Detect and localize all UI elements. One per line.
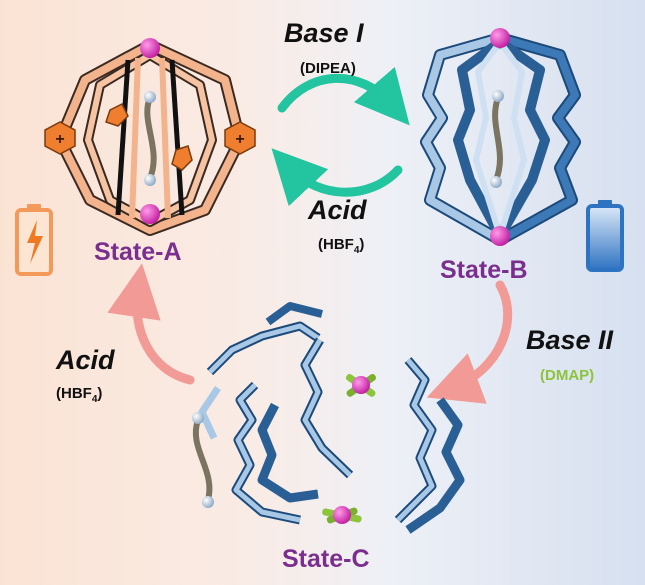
charge-plus-right: + (235, 131, 244, 148)
battery-charging-icon (15, 204, 53, 276)
battery-full-icon (586, 200, 624, 272)
acid-left-condition: (HBF4) (56, 385, 103, 405)
acid-top-condition: (HBF4) (318, 236, 365, 256)
acid-top-label: Acid (308, 195, 367, 225)
charge-plus-left: + (55, 131, 64, 148)
base2-condition: (DMAP) (540, 367, 595, 384)
state-a-cage (54, 38, 246, 236)
state-a-label: State-A (94, 238, 182, 266)
arrow-base2 (426, 280, 513, 404)
state-c-label: State-C (282, 545, 370, 573)
base2-label: Base II (526, 325, 614, 355)
charge-badge-right: + (224, 121, 256, 155)
arrow-acid-left (107, 263, 195, 385)
base1-condition: (DIPEA) (300, 60, 356, 77)
state-b-cage (420, 28, 581, 246)
state-b-label: State-B (440, 256, 528, 284)
base1-label: Base I (284, 18, 364, 48)
metal-dmap-complex-1 (345, 373, 377, 397)
arrow-base1 (277, 66, 410, 126)
metal-dmap-complex-2 (322, 506, 362, 524)
acid-left-label: Acid (56, 345, 115, 375)
arrow-acid-top (271, 148, 403, 207)
state-c-fragments (192, 302, 465, 534)
charge-badge-left: + (44, 121, 76, 155)
